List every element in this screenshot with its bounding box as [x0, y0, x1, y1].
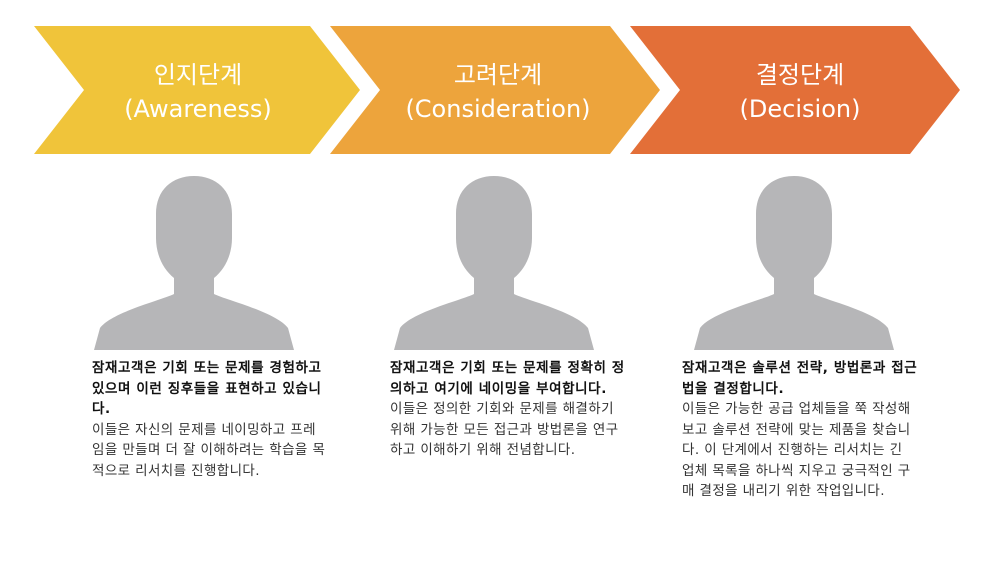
description-body: 이들은 정의한 기회와 문제를 해결하기 위해 가능한 모든 접근과 방법론을 … — [390, 401, 619, 458]
chevron-consideration — [330, 26, 660, 154]
stage-title: 결정단계 — [755, 61, 845, 89]
person-silhouette-icon — [94, 176, 294, 350]
stage-title: 인지단계 — [153, 61, 243, 89]
description-body: 이들은 자신의 문제를 네이밍하고 프레임을 만들며 더 잘 이해하려는 학습을… — [92, 421, 326, 479]
stage-label-consideration: 고려단계 (Consideration) — [368, 58, 628, 126]
description-headline: 잠재고객은 기회 또는 문제를 경험하고 있으며 이런 징후들을 표현하고 있습… — [92, 360, 322, 417]
stage-description-consideration: 잠재고객은 기회 또는 문제를 정확히 정의하고 여기에 네이밍을 부여합니다.… — [390, 358, 626, 461]
person-silhouette-icon — [394, 176, 594, 350]
description-body: 이들은 가능한 공급 업체들을 쭉 작성해보고 솔루션 전략에 맞는 제품을 찾… — [682, 401, 911, 499]
stage-label-awareness: 인지단계 (Awareness) — [68, 58, 328, 126]
chevron-awareness — [34, 26, 360, 154]
person-silhouette-icon — [694, 176, 894, 350]
stage-title: 고려단계 — [453, 61, 543, 89]
description-headline: 잠재고객은 기회 또는 문제를 정확히 정의하고 여기에 네이밍을 부여합니다. — [390, 360, 625, 397]
chevron-decision — [630, 26, 960, 154]
stage-description-decision: 잠재고객은 솔루션 전략, 방법론과 접근법을 결정합니다. 이들은 가능한 공… — [682, 358, 918, 502]
stage-description-awareness: 잠재고객은 기회 또는 문제를 경험하고 있으며 이런 징후들을 표현하고 있습… — [92, 358, 328, 481]
stage-subtitle: (Awareness) — [124, 95, 272, 123]
stage-label-decision: 결정단계 (Decision) — [670, 58, 930, 126]
stage-subtitle: (Decision) — [739, 95, 861, 123]
description-headline: 잠재고객은 솔루션 전략, 방법론과 접근법을 결정합니다. — [682, 360, 918, 397]
stage-subtitle: (Consideration) — [405, 95, 591, 123]
